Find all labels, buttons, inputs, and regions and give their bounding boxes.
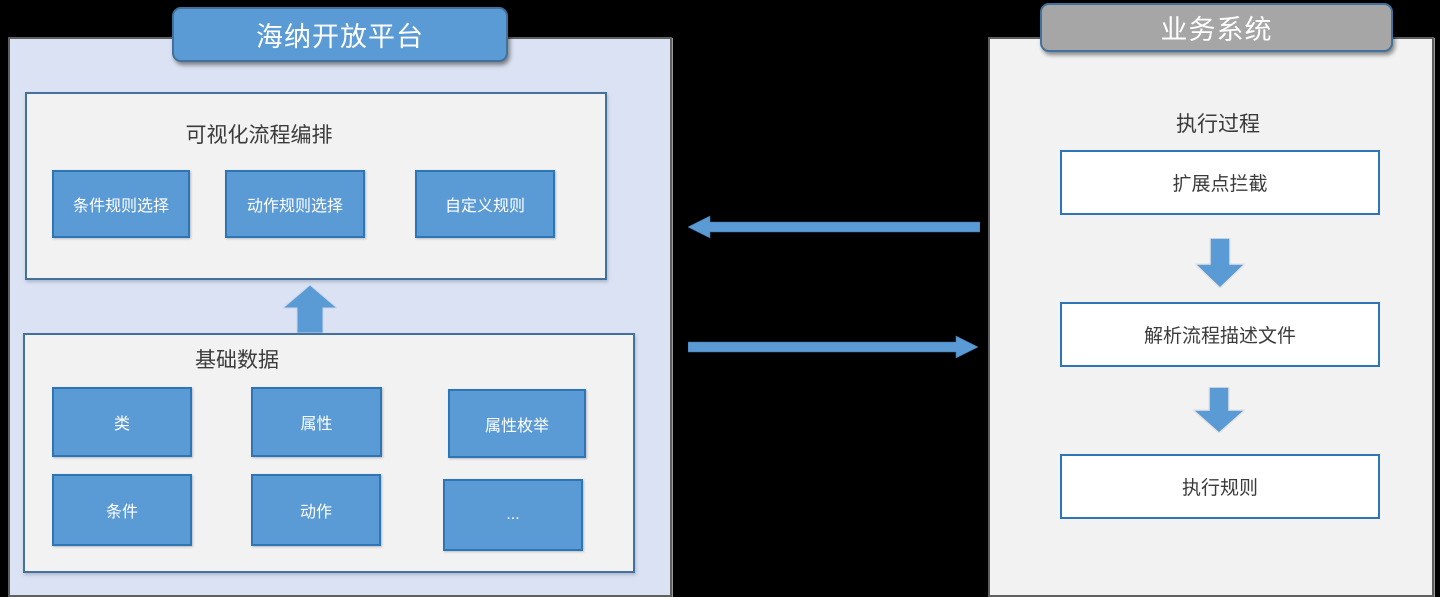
execute-rule-box: 执行规则 xyxy=(1060,454,1380,519)
execution-process-title: 执行过程 xyxy=(1176,113,1260,136)
parse-flow-file-label: 解析流程描述文件 xyxy=(1143,326,1296,347)
action-box: 动作 xyxy=(251,474,381,546)
attribute-box: 属性 xyxy=(251,387,382,457)
base-data-title: 基础数据 xyxy=(195,349,279,372)
haina-platform-badge: 海纳开放平台 xyxy=(172,7,508,62)
execute-rule-label: 执行规则 xyxy=(1181,478,1258,499)
right-arrow-icon xyxy=(688,335,978,359)
condition-box: 条件 xyxy=(52,474,192,546)
action-rule-select-box: 动作规则选择 xyxy=(225,170,365,238)
action-rule-select-label: 动作规则选择 xyxy=(246,198,343,215)
down-arrow-icon xyxy=(1193,387,1245,433)
business-system-badge: 业务系统 xyxy=(1040,3,1393,52)
custom-rule-box: 自定义规则 xyxy=(415,170,555,238)
extension-point-intercept-box: 扩展点拦截 xyxy=(1060,150,1380,215)
attribute-enum-box: 属性枚举 xyxy=(448,389,586,458)
attribute-label: 属性 xyxy=(300,416,333,433)
condition-rule-select-label: 条件规则选择 xyxy=(72,198,169,215)
ellipsis-box: ... xyxy=(443,479,583,551)
extension-point-intercept-label: 扩展点拦截 xyxy=(1172,174,1268,195)
custom-rule-label: 自定义规则 xyxy=(444,198,525,215)
haina-platform-badge-label: 海纳开放平台 xyxy=(256,22,424,52)
up-arrow-icon xyxy=(283,285,337,333)
class-box: 类 xyxy=(52,387,192,457)
parse-flow-file-box: 解析流程描述文件 xyxy=(1060,302,1380,367)
visual-orchestration-title: 可视化流程编排 xyxy=(185,124,333,147)
class-label: 类 xyxy=(113,416,130,433)
ellipsis-label: ... xyxy=(506,506,520,523)
business-system-badge-label: 业务系统 xyxy=(1160,15,1273,45)
condition-label: 条件 xyxy=(105,504,138,521)
condition-rule-select-box: 条件规则选择 xyxy=(52,170,190,238)
action-label: 动作 xyxy=(299,504,332,521)
down-arrow-icon xyxy=(1195,238,1245,288)
attribute-enum-label: 属性枚举 xyxy=(484,417,549,435)
left-arrow-icon xyxy=(688,215,980,239)
